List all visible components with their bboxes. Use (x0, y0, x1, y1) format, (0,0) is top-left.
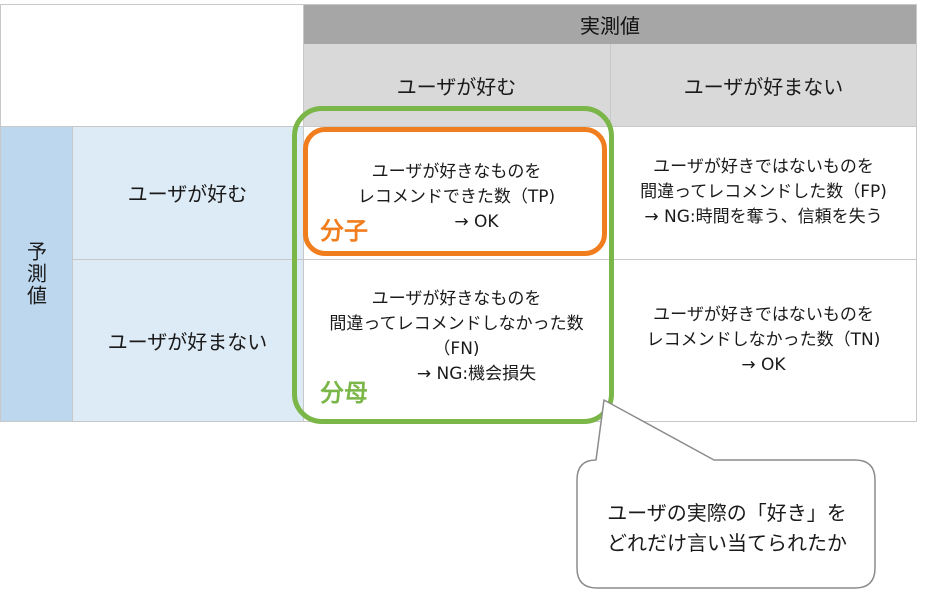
grid-line-left (0, 4, 1, 422)
cell-tn-text: ユーザが好きではないものを レコメンドしなかった数（TN) → OK (647, 303, 881, 378)
cell-tn-line-3: → OK (741, 354, 786, 375)
cell-fp-line-1: ユーザが好きではないものを (653, 157, 874, 177)
grid-line-strip (72, 126, 73, 422)
cell-fn: ユーザが好きなものを 間違ってレコメンドしなかった数 （FN) → NG:機会損… (303, 259, 610, 421)
grid-line-top (0, 4, 917, 5)
predicted-header: 予測値 (0, 126, 72, 421)
cell-fn-line-2: 間違ってレコメンドしなかった数 (329, 314, 584, 334)
cell-tp: ユーザが好きなものを レコメンドできた数（TP) → OK (303, 126, 610, 259)
grid-line-col-1 (303, 4, 304, 422)
cell-tn: ユーザが好きではないものを レコメンドしなかった数（TN) → OK (610, 259, 917, 421)
actual-col-like-label: ユーザが好む (396, 74, 517, 99)
grid-line-bottom (0, 421, 917, 422)
predicted-header-label: 予測値 (23, 240, 48, 307)
grid-line-col-2 (610, 44, 611, 422)
grid-line-right (916, 4, 917, 422)
cell-tn-line-1: ユーザが好きではないものを (653, 304, 874, 325)
cell-fp: ユーザが好きではないものを 間違ってレコメンドした数（FP) → NG:時間を奪… (610, 126, 917, 259)
denominator-label: 分母 (320, 379, 368, 407)
cell-fp-line-2: 間違ってレコメンドした数（FP) (640, 182, 887, 202)
cell-tp-line-1: ユーザが好きなものを (371, 162, 542, 182)
cell-fp-line-3: → NG:時間を奪う、信頼を失う (644, 207, 883, 227)
predicted-row-like: ユーザが好む (72, 126, 303, 259)
callout-line-2: どれだけ言い当てられたか (607, 531, 847, 555)
actual-col-dislike: ユーザが好まない (610, 44, 917, 126)
numerator-label: 分子 (320, 217, 368, 245)
cell-fn-line-1: ユーザが好きなものを (371, 289, 542, 309)
actual-col-like: ユーザが好む (303, 44, 610, 126)
cell-fn-line-3: （FN) (433, 339, 480, 359)
actual-header: 実測値 (303, 4, 917, 44)
cell-fn-text: ユーザが好きなものを 間違ってレコメンドしなかった数 （FN) → NG:機会損… (329, 287, 583, 387)
predicted-row-dislike-label: ユーザが好まない (107, 329, 268, 354)
predicted-row-dislike: ユーザが好まない (72, 259, 303, 421)
predicted-row-like-label: ユーザが好む (127, 182, 248, 206)
cell-tp-line-2: レコメンドできた数（TP) (357, 187, 556, 207)
actual-col-dislike-label: ユーザが好まない (683, 74, 844, 99)
cell-tp-text: ユーザが好きなものを レコメンドできた数（TP) → OK (358, 160, 555, 235)
cell-fp-text: ユーザが好きではないものを 間違ってレコメンドした数（FP) → NG:時間を奪… (640, 155, 887, 230)
callout-bubble-shape (576, 399, 876, 589)
grid-line-header-bottom (0, 126, 917, 127)
cell-fn-line-4: → NG:機会損失 (416, 364, 537, 384)
grid-line-row-divider (72, 259, 917, 260)
callout-line-1: ユーザの実際の「好き」を (607, 501, 847, 525)
cell-tp-line-3: → OK (454, 212, 499, 232)
cell-tn-line-2: レコメンドしなかった数（TN) (646, 329, 881, 350)
callout-text: ユーザの実際の「好き」を どれだけ言い当てられたか (578, 498, 876, 558)
actual-header-label: 実測値 (580, 13, 640, 38)
